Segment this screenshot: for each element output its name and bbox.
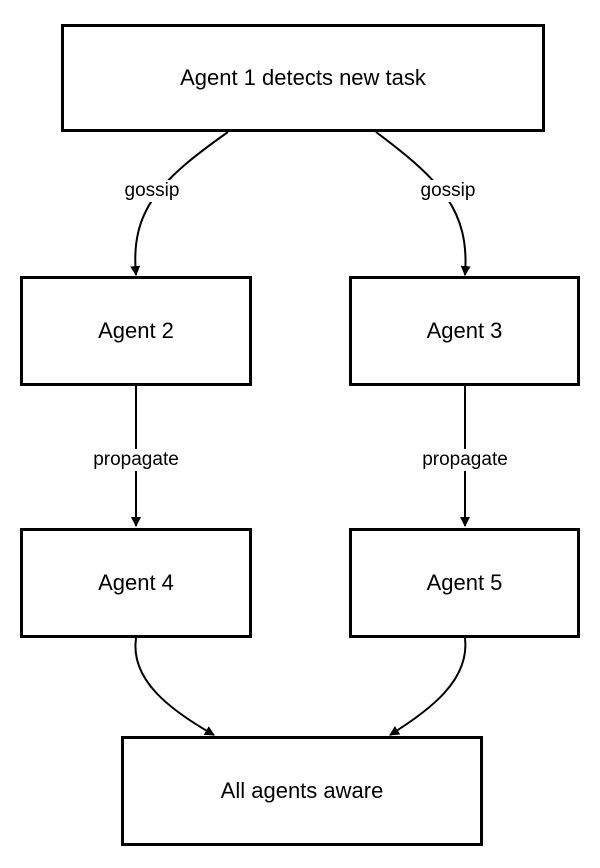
- edge-label-propagate-left: propagate: [91, 449, 181, 471]
- node-agent-1: Agent 1 detects new task: [61, 24, 545, 132]
- node-agent-3-label: Agent 3: [426, 318, 503, 343]
- node-all-agents-aware: All agents aware: [121, 736, 483, 846]
- edge-agent4-all: [134, 637, 215, 736]
- node-agent-4: Agent 4: [20, 528, 252, 638]
- node-agent-5-label: Agent 5: [426, 570, 503, 595]
- node-agent-5: Agent 5: [349, 528, 580, 638]
- edge-label-propagate-right: propagate: [420, 449, 510, 471]
- node-agent-2: Agent 2: [20, 276, 252, 386]
- node-all-agents-aware-label: All agents aware: [220, 778, 384, 803]
- node-agent-3: Agent 3: [349, 276, 580, 386]
- node-agent-1-label: Agent 1 detects new task: [180, 65, 426, 90]
- edge-agent1-agent2: [130, 131, 229, 276]
- node-agent-2-label: Agent 2: [98, 318, 174, 343]
- edge-agent5-all: [389, 637, 467, 736]
- node-agent-4-label: Agent 4: [98, 570, 174, 595]
- edge-label-gossip-left: gossip: [122, 180, 182, 202]
- edge-label-gossip-right: gossip: [418, 180, 478, 202]
- edge-agent1-agent3: [375, 131, 471, 276]
